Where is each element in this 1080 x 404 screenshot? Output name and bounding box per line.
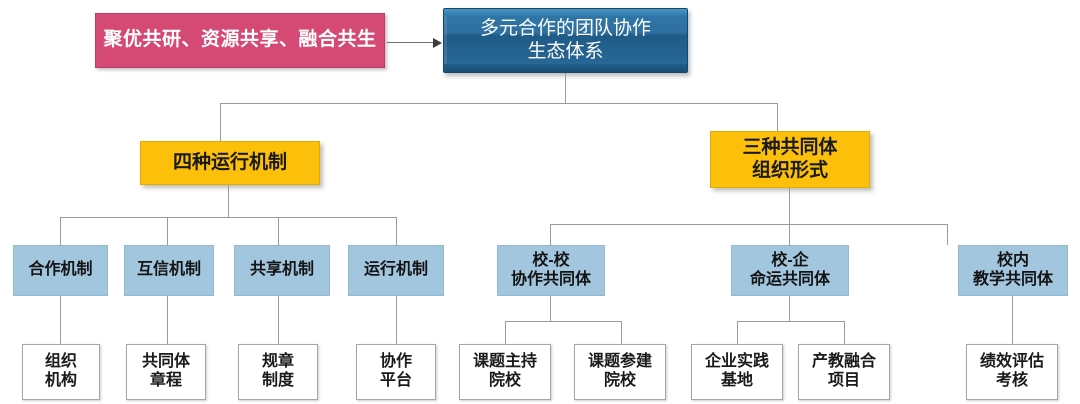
community-label-3: 校内 教学共同体 xyxy=(972,251,1053,288)
connector-root-stem xyxy=(565,73,566,103)
leaf-box-practice-base: 企业实践 基地 xyxy=(691,344,783,400)
connector-mech-leaf-4 xyxy=(396,296,397,344)
connector-comm1-leaf-1 xyxy=(505,321,506,344)
branch-label-communities: 三种共同体 组织形式 xyxy=(742,137,838,181)
connector-communities-stem xyxy=(789,188,790,224)
connector-drop-comm-2 xyxy=(789,224,790,245)
connector-comm1-stem xyxy=(550,296,551,321)
root-label: 多元合作的团队协作 生态体系 xyxy=(479,18,651,62)
leaf-box-host-school: 课题主持 院校 xyxy=(459,344,551,400)
mechanism-label-1: 合作机制 xyxy=(28,261,93,279)
community-box-1: 校-校 协作共同体 xyxy=(497,245,605,296)
branch-box-communities: 三种共同体 组织形式 xyxy=(710,131,870,188)
leaf-label-org: 组织 机构 xyxy=(44,353,77,389)
root-bevel-top xyxy=(444,9,687,16)
leaf-label-integration-project: 产教融合 项目 xyxy=(811,353,876,389)
mechanism-box-2: 互信机制 xyxy=(124,245,214,296)
branch-label-mechanisms: 四种运行机制 xyxy=(172,151,287,173)
leaf-box-org: 组织 机构 xyxy=(22,344,100,400)
slogan-box: 聚优共研、资源共享、融合共生 xyxy=(95,13,385,68)
connector-comm1-bus xyxy=(505,321,622,322)
connector-mech-leaf-3 xyxy=(278,296,279,344)
leaf-label-charter: 共同体 章程 xyxy=(141,353,190,389)
slogan-to-root-arrow-line xyxy=(387,42,435,43)
connector-communities-bus xyxy=(550,224,948,225)
slogan-to-root-arrow-head xyxy=(433,38,442,48)
connector-drop-mech-3 xyxy=(278,217,279,245)
root-bevel-bottom xyxy=(444,64,687,72)
connector-drop-mech-1 xyxy=(60,217,61,245)
connector-drop-comm-1 xyxy=(550,224,551,245)
mechanism-box-4: 运行机制 xyxy=(348,245,444,296)
connector-drop-mech-2 xyxy=(167,217,168,245)
connector-mechanisms-stem xyxy=(228,185,229,217)
branch-box-mechanisms: 四种运行机制 xyxy=(140,141,320,185)
connector-mechanisms-bus xyxy=(60,217,397,218)
connector-comm2-leaf-2 xyxy=(844,321,845,344)
leaf-box-charter: 共同体 章程 xyxy=(126,344,206,400)
leaf-box-integration-project: 产教融合 项目 xyxy=(798,344,890,400)
connector-comm1-leaf-2 xyxy=(621,321,622,344)
connector-comm2-bus xyxy=(737,321,845,322)
connector-comm2-stem xyxy=(789,296,790,321)
connector-drop-comm-3 xyxy=(947,224,948,245)
community-label-2: 校-企 命运共同体 xyxy=(749,251,830,288)
leaf-label-platform: 协作 平台 xyxy=(379,353,412,389)
leaf-box-partner-school: 课题参建 院校 xyxy=(574,344,666,400)
leaf-box-performance-review: 绩效评估 考核 xyxy=(966,344,1058,400)
connector-mech-leaf-1 xyxy=(60,296,61,344)
connector-drop-mechanisms xyxy=(220,103,221,141)
community-box-3: 校内 教学共同体 xyxy=(958,245,1068,296)
leaf-label-rules: 规章 制度 xyxy=(261,353,294,389)
connector-drop-mech-4 xyxy=(396,217,397,245)
connector-comm2-leaf-1 xyxy=(737,321,738,344)
leaf-label-practice-base: 企业实践 基地 xyxy=(704,353,769,389)
leaf-box-rules: 规章 制度 xyxy=(238,344,318,400)
mechanism-box-1: 合作机制 xyxy=(13,245,108,296)
connector-drop-communities xyxy=(777,103,778,131)
root-box: 多元合作的团队协作 生态体系 xyxy=(443,8,688,73)
leaf-box-platform: 协作 平台 xyxy=(356,344,436,400)
community-label-1: 校-校 协作共同体 xyxy=(510,251,591,288)
slogan-label: 聚优共研、资源共享、融合共生 xyxy=(103,29,377,51)
leaf-label-performance-review: 绩效评估 考核 xyxy=(979,353,1044,389)
connector-mech-leaf-2 xyxy=(167,296,168,344)
leaf-label-partner-school: 课题参建 院校 xyxy=(587,353,652,389)
mechanism-box-3: 共享机制 xyxy=(234,245,330,296)
mechanism-label-3: 共享机制 xyxy=(249,261,314,279)
connector-comm3-leaf-1 xyxy=(1012,296,1013,344)
connector-main-bus xyxy=(220,103,778,104)
mechanism-label-2: 互信机制 xyxy=(136,261,201,279)
community-box-2: 校-企 命运共同体 xyxy=(731,245,849,296)
leaf-label-host-school: 课题主持 院校 xyxy=(472,353,537,389)
mechanism-label-4: 运行机制 xyxy=(363,261,428,279)
